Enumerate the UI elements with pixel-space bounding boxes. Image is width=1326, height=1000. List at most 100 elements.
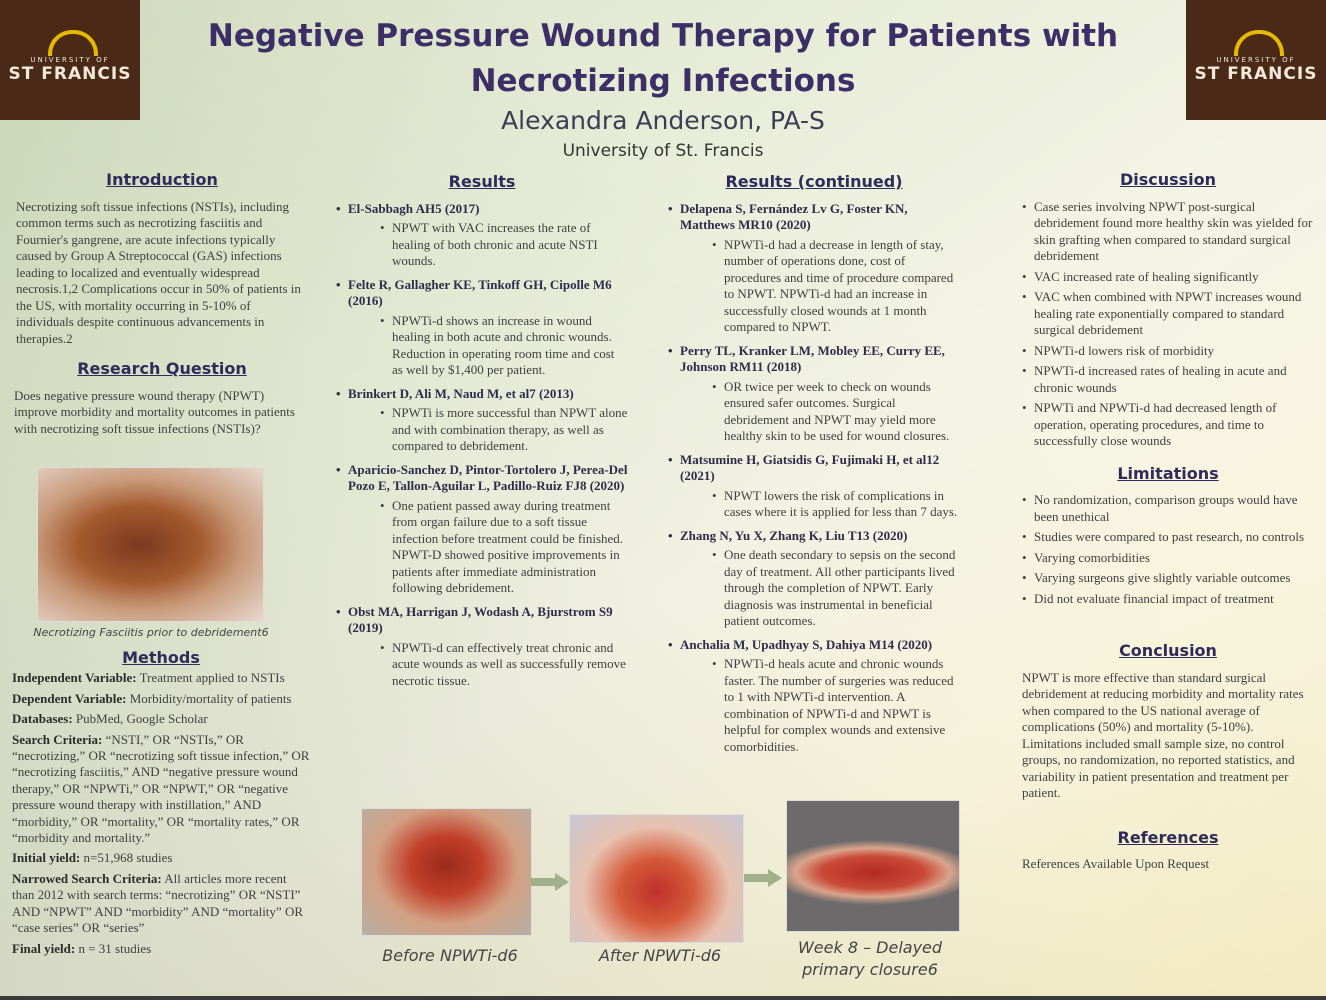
study-entry: El-Sabbagh AH5 (2017)NPWT with VAC incre… — [336, 201, 628, 270]
study-citation: Delapena S, Fernández Lv G, Foster KN, M… — [668, 201, 960, 234]
methods-item-label: Search Criteria: — [12, 731, 103, 747]
study-finding: OR twice per week to check on wounds ens… — [668, 379, 960, 445]
before-npwti-d-photo — [361, 808, 532, 936]
study-finding: NPWTi-d heals acute and chronic wounds f… — [668, 656, 960, 755]
study-finding: NPWT lowers the risk of complications in… — [668, 488, 960, 521]
study-entry: Zhang N, Yu X, Zhang K, Liu T13 (2020) On… — [668, 528, 960, 630]
limitations-item: Studies were compared to past research, … — [1022, 529, 1314, 546]
study-finding: NPWTi-d shows an increase in wound heali… — [336, 313, 628, 379]
study-finding: NPWTi-d can effectively treat chronic an… — [336, 640, 628, 690]
methods-item: Narrowed Search Criteria: All articles m… — [12, 871, 310, 937]
arrow-right-icon — [531, 873, 569, 891]
methods-heading: Methods — [122, 648, 200, 667]
research-question-text: Does negative pressure wound therapy (NP… — [14, 387, 295, 436]
limitations-heading: Limitations — [1117, 463, 1219, 483]
methods-section: Methods Independent Variable: Treatment … — [12, 648, 310, 961]
logo-name: ST FRANCIS — [8, 64, 132, 84]
introduction-text: Necrotizing soft tissue infections (NSTI… — [16, 198, 301, 346]
logo-name: ST FRANCIS — [1194, 64, 1318, 84]
methods-item-label: Independent Variable: — [12, 670, 137, 686]
discussion-item: VAC increased rate of healing significan… — [1022, 269, 1314, 286]
limitations-item: Varying comorbidities — [1022, 550, 1314, 567]
methods-list: Independent Variable: Treatment applied … — [12, 670, 310, 957]
methods-item-text: n = 31 studies — [75, 940, 152, 956]
study-finding: NPWTi-d had a decrease in length of stay… — [668, 237, 960, 336]
methods-item: Dependent Variable: Morbidity/mortality … — [12, 691, 310, 707]
discussion-list: Case series involving NPWT post-surgical… — [1022, 199, 1314, 450]
results-heading: Results — [448, 172, 516, 191]
methods-item: Initial yield: n=51,968 studies — [12, 850, 310, 866]
methods-item-label: Databases: — [12, 711, 73, 727]
references-heading: References — [1117, 827, 1219, 847]
arrow-right-icon — [744, 869, 782, 887]
methods-item: Final yield: n = 31 studies — [12, 941, 310, 957]
methods-item: Independent Variable: Treatment applied … — [12, 670, 310, 686]
study-entry: Delapena S, Fernández Lv G, Foster KN, M… — [668, 201, 960, 336]
study-entry: Matsumine H, Giatsidis G, Fujimaki H, et… — [668, 452, 960, 521]
study-entry: Anchalia M, Upadhyay S, Dahiya M14 (2020… — [668, 637, 960, 756]
methods-item-text: “NSTI,” OR “NSTIs,” OR “necrotizing,” OR… — [12, 731, 310, 846]
study-citation: Matsumine H, Giatsidis G, Fujimaki H, et… — [668, 452, 960, 485]
study-citation: Obst MA, Harrigan J, Wodash A, Bjurstrom… — [336, 604, 628, 637]
research-question-heading: Research Question — [77, 359, 247, 378]
arch-icon — [48, 30, 98, 56]
conclusion-text: NPWT is more effective than standard sur… — [1022, 669, 1304, 801]
methods-item-text: All articles more recent than 2012 with … — [12, 870, 304, 936]
limitations-item: Did not evaluate financial impact of tre… — [1022, 591, 1314, 608]
methods-item-label: Initial yield: — [12, 850, 81, 866]
methods-item-text: Treatment applied to NSTIs — [136, 670, 285, 686]
references-text: References Available Upon Request — [1022, 856, 1210, 871]
study-finding: One death secondary to sepsis on the sec… — [668, 547, 960, 630]
methods-item: Search Criteria: “NSTI,” OR “NSTIs,” OR … — [12, 732, 310, 847]
gallery-caption-after: After NPWTi-d6 — [598, 946, 722, 965]
results-column: Results El-Sabbagh AH5 (2017)NPWT with V… — [336, 172, 628, 696]
discussion-heading: Discussion — [1119, 170, 1217, 189]
author: Alexandra Anderson, PA-S — [501, 106, 825, 135]
study-citation: Anchalia M, Upadhyay S, Dahiya M14 (2020… — [668, 637, 960, 654]
methods-item-label: Narrowed Search Criteria: — [12, 870, 162, 886]
university-logo-right: UNIVERSITY OF ST FRANCIS — [1186, 0, 1326, 120]
necrotizing-fasciitis-photo — [37, 467, 264, 622]
results-continued-column: Results (continued) Delapena S, Fernánde… — [668, 172, 960, 762]
study-finding: One patient passed away during treatment… — [336, 498, 628, 597]
discussion-column: Discussion Case series involving NPWT po… — [1022, 170, 1314, 881]
methods-item-text: n=51,968 studies — [80, 850, 173, 866]
study-citation: Felte R, Gallagher KE, Tinkoff GH, Cipol… — [336, 277, 628, 310]
methods-item: Databases: PubMed, Google Scholar — [12, 711, 310, 727]
conclusion-heading: Conclusion — [1119, 641, 1217, 660]
discussion-item: VAC when combined with NPWT increases wo… — [1022, 289, 1314, 339]
methods-item-text: PubMed, Google Scholar — [72, 711, 208, 727]
methods-item-label: Dependent Variable: — [12, 690, 127, 706]
study-citation: Perry TL, Kranker LM, Mobley EE, Curry E… — [668, 343, 960, 376]
photo-caption: Necrotizing Fasciitis prior to debrideme… — [33, 626, 269, 639]
limitations-item: Varying surgeons give slightly variable … — [1022, 570, 1314, 587]
week-8-photo — [786, 800, 960, 932]
logo-subtitle: UNIVERSITY OF — [30, 56, 110, 64]
study-entry: Brinkert D, Ali M, Naud M, et al7 (2013)… — [336, 386, 628, 455]
gallery-caption-before: Before NPWTi-d6 — [382, 946, 518, 965]
results-continued-heading: Results (continued) — [725, 172, 903, 191]
results-list: El-Sabbagh AH5 (2017)NPWT with VAC incre… — [336, 201, 628, 690]
bottom-border — [0, 996, 1326, 1000]
study-citation: Zhang N, Yu X, Zhang K, Liu T13 (2020) — [668, 528, 960, 545]
study-finding: NPWT with VAC increases the rate of heal… — [336, 220, 628, 270]
limitations-list: No randomization, comparison groups woul… — [1022, 492, 1314, 607]
gallery-caption-week8: Week 8 – Delayed primary closure6 — [797, 938, 943, 979]
after-npwti-d-photo — [569, 814, 744, 943]
study-entry: Obst MA, Harrigan J, Wodash A, Bjurstrom… — [336, 604, 628, 690]
study-entry: Felte R, Gallagher KE, Tinkoff GH, Cipol… — [336, 277, 628, 379]
discussion-item: NPWTi-d lowers risk of morbidity — [1022, 343, 1314, 360]
affiliation: University of St. Francis — [562, 141, 764, 161]
introduction-heading: Introduction — [106, 170, 218, 189]
study-citation: Aparicio-Sanchez D, Pintor-Tortolero J, … — [336, 462, 628, 495]
logo-subtitle: UNIVERSITY OF — [1216, 56, 1296, 64]
results-continued-list: Delapena S, Fernández Lv G, Foster KN, M… — [668, 201, 960, 756]
study-finding: NPWTi is more successful than NPWT alone… — [336, 405, 628, 455]
limitations-item: No randomization, comparison groups woul… — [1022, 492, 1314, 525]
discussion-item: NPWTi and NPWTi-d had decreased length o… — [1022, 400, 1314, 450]
study-entry: Perry TL, Kranker LM, Mobley EE, Curry E… — [668, 343, 960, 445]
column-1: Introduction Necrotizing soft tissue inf… — [14, 170, 310, 445]
discussion-item: NPWTi-d increased rates of healing in ac… — [1022, 363, 1314, 396]
study-entry: Aparicio-Sanchez D, Pintor-Tortolero J, … — [336, 462, 628, 597]
